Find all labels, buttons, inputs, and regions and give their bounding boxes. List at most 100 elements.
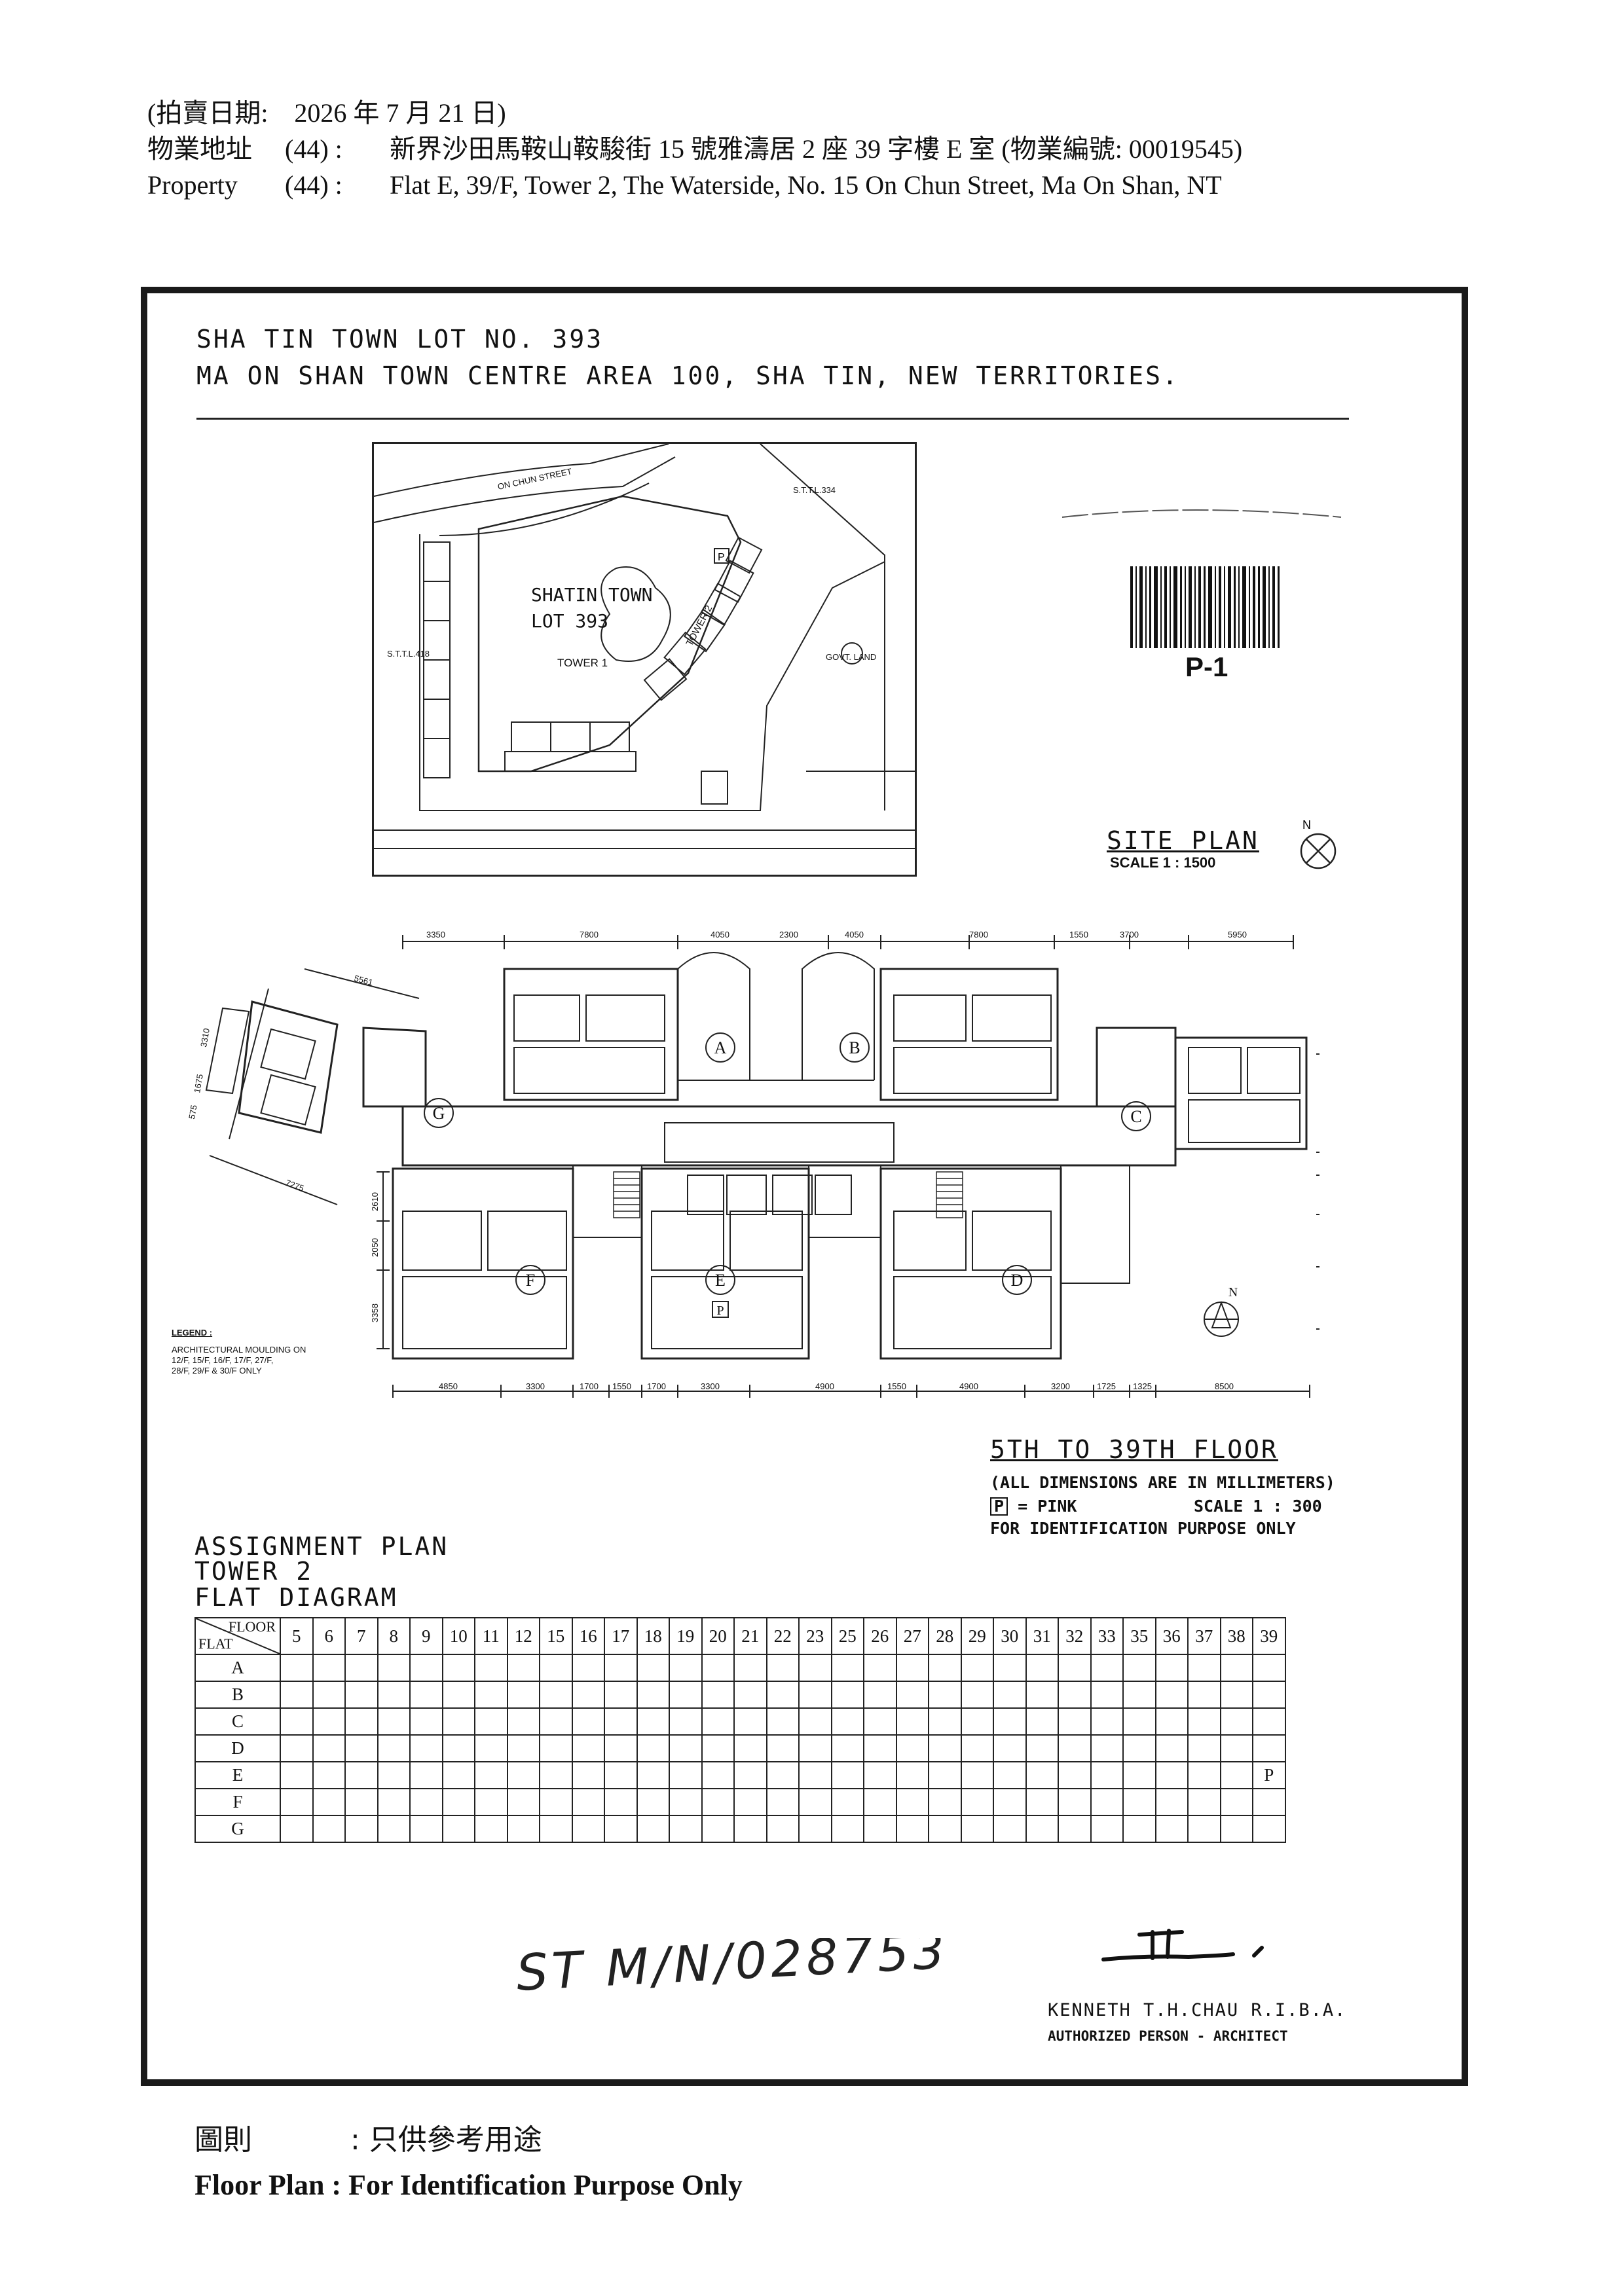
table-cell [830,1707,864,1736]
table-cell [669,1707,703,1736]
table-cell [636,1788,670,1816]
table-cell [766,1734,800,1762]
table-cell [441,1761,475,1789]
floor-header-cell: 5 [280,1617,314,1655]
dim-left-3: 575 [187,1104,199,1120]
table-cell [636,1815,670,1843]
floor-header-cell: 17 [604,1617,638,1655]
table-cell [1090,1734,1124,1762]
dim-left-5: 2050 [370,1238,380,1257]
table-cell [669,1654,703,1682]
table-cell [1252,1788,1286,1816]
table-cell [701,1815,735,1843]
table-cell [1025,1788,1059,1816]
table-cell [636,1707,670,1736]
pink-box-icon: P [990,1497,1008,1516]
dim-bottom-7: 4900 [815,1381,834,1391]
table-row: D [194,1734,1286,1762]
legend-line-1: ARCHITECTURAL MOULDING ON [172,1345,306,1355]
table-cell [506,1707,540,1736]
table-cell [766,1707,800,1736]
dim-top-6: 7800 [969,930,988,939]
dim-bottom-2: 3300 [526,1381,545,1391]
table-cell [474,1788,508,1816]
table-cell [1058,1734,1092,1762]
handwritten-reference: ST M/N/028753 [517,1938,950,2002]
floor-header-cell: 22 [766,1617,800,1655]
dim-left-2: 1675 [192,1073,205,1093]
footer-english: Floor Plan : For Identification Purpose … [194,2169,743,2201]
table-cell [280,1654,314,1682]
table-cell [280,1761,314,1789]
table-cell [863,1815,897,1843]
table-cell [506,1734,540,1762]
floor-header-cell: 6 [312,1617,346,1655]
dim-top-1: 3350 [426,930,445,939]
table-cell [960,1681,994,1709]
table-cell [1154,1761,1189,1789]
table-cell [604,1815,638,1843]
table-cell [1187,1654,1221,1682]
table-cell [344,1761,378,1789]
table-cell [1058,1815,1092,1843]
table-cell [506,1761,540,1789]
address-cn-label: 物業地址 [147,134,252,164]
table-cell [669,1788,703,1816]
table-cell [441,1654,475,1682]
dim-bottom-13: 8500 [1215,1381,1234,1391]
table-cell [1187,1788,1221,1816]
property-address-cn: 物業地址(44) :新界沙田馬鞍山鞍駿街 15 號雅濤居 2 座 39 字樓 E… [147,133,1242,166]
table-cell [928,1707,962,1736]
table-cell [409,1815,443,1843]
handwritten-text: ST M/N/028753 [517,1938,950,2002]
table-cell [1122,1788,1156,1816]
site-plan-svg: ON CHUN STREET S.T.T.L.334 S.T.T.L.418 G… [373,443,915,849]
dim-top-5: 4050 [845,930,864,939]
table-cell [636,1654,670,1682]
table-cell [474,1654,508,1682]
table-row: C [194,1707,1286,1736]
table-cell [928,1654,962,1682]
table-cell [312,1654,346,1682]
table-cell [733,1761,767,1789]
floor-header-cell: 9 [409,1617,443,1655]
floor-header-cell: 21 [733,1617,767,1655]
site-stl418-label: S.T.T.L.418 [387,649,430,659]
table-cell [1187,1707,1221,1736]
table-cell [1122,1734,1156,1762]
table-cell [312,1681,346,1709]
table-cell [441,1788,475,1816]
table-cell [733,1654,767,1682]
table-corner-cell: FLOOR FLAT [194,1617,281,1655]
table-cell [1025,1761,1059,1789]
table-cell [766,1654,800,1682]
table-cell [733,1788,767,1816]
flat-label-d: D [1011,1271,1024,1290]
barcode-icon [1130,566,1280,648]
table-cell [1090,1707,1124,1736]
table-cell [1025,1815,1059,1843]
table-cell [409,1761,443,1789]
address-en-label: Property [147,170,238,200]
table-cell [960,1815,994,1843]
table-cell [539,1788,573,1816]
site-plan-scale: SCALE 1 : 1500 [1110,854,1216,871]
table-cell [1090,1681,1124,1709]
architect-name: KENNETH T.H.CHAU R.I.B.A. [1048,2000,1347,2020]
site-lot-name-1: SHATIN TOWN [531,584,652,606]
floor-header-cell: 28 [928,1617,962,1655]
table-cell [798,1654,832,1682]
table-cell [928,1734,962,1762]
pink-legend: P = PINK [990,1497,1077,1516]
flat-label-b: B [849,1038,860,1057]
table-cell [1252,1707,1286,1736]
dim-bottom-10: 3200 [1051,1381,1070,1391]
floor-range-title: 5TH TO 39TH FLOOR [990,1435,1278,1464]
dim-diag-1: 5561 [353,973,374,987]
table-cell [1090,1654,1124,1682]
table-cell [993,1707,1027,1736]
marked-flat-cell: P [1252,1761,1286,1789]
table-cell [863,1707,897,1736]
